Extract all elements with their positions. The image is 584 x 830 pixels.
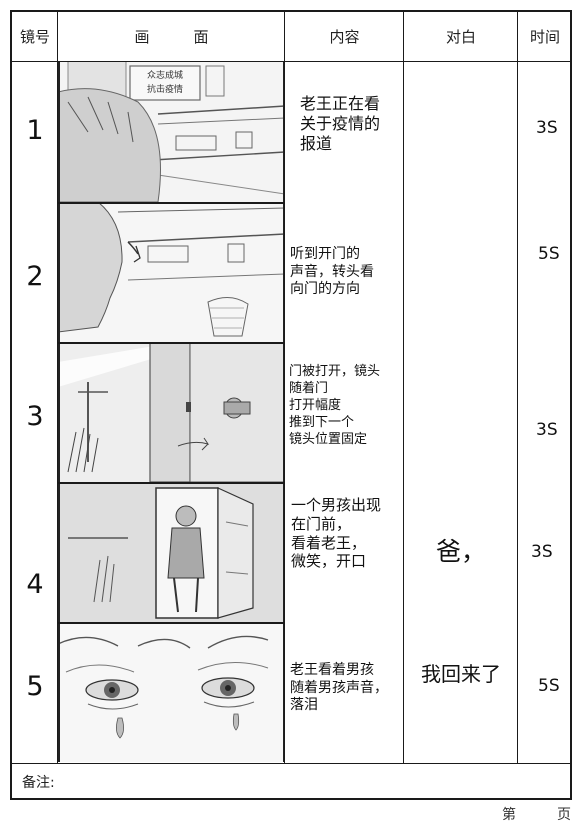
divider-dialog bbox=[517, 10, 518, 764]
sketch-panel-5 bbox=[58, 622, 285, 762]
shot-time-3: 3S bbox=[536, 420, 558, 440]
content-4-line-4: 微笑，开口 bbox=[291, 552, 367, 571]
divider-painting bbox=[284, 10, 285, 764]
dialog-line-1: 爸， bbox=[435, 537, 486, 566]
header-dialog: 对白 bbox=[445, 27, 476, 46]
divider-row-2 bbox=[58, 342, 285, 344]
content-3-line-1: 门被打开，镜头 bbox=[289, 364, 381, 379]
shot-time-1: 3S bbox=[536, 118, 558, 138]
content-1-line-3: 报道 bbox=[300, 134, 333, 153]
notes-label: 备注: bbox=[22, 775, 55, 791]
content-2-line-2: 声音，转头看 bbox=[290, 263, 374, 280]
divider-row-4 bbox=[58, 622, 285, 624]
content-5-line-1: 老王看着男孩 bbox=[290, 662, 374, 678]
content-2-line-3: 向门的方向 bbox=[290, 281, 360, 297]
content-1-line-2: 关于疫情的 bbox=[300, 114, 381, 133]
content-4-line-2: 在门前， bbox=[291, 514, 352, 533]
sketch-panel-4 bbox=[58, 482, 285, 622]
shot-number-5: 5 bbox=[26, 670, 44, 702]
sketch-panel-3 bbox=[58, 342, 285, 482]
shot-number-2: 2 bbox=[26, 260, 44, 292]
divider-row-1 bbox=[58, 202, 285, 204]
header-painting-char-1: 画 bbox=[134, 27, 150, 46]
divider-content bbox=[403, 10, 404, 764]
shot-content-2: 听到开门的 声音，转头看 向门的方向 bbox=[290, 246, 374, 299]
header-painting: 画 面 bbox=[58, 10, 285, 62]
content-3-line-5: 镜头位置固定 bbox=[289, 431, 368, 447]
shot-number-3: 3 bbox=[26, 400, 44, 432]
content-4-line-3: 看着老王， bbox=[291, 533, 367, 552]
content-5-line-2: 随着男孩声音， bbox=[290, 679, 388, 696]
shot-content-5: 老王看着男孩 随着男孩声音， 落泪 bbox=[290, 662, 388, 715]
content-2-line-1: 听到开门的 bbox=[290, 246, 360, 262]
header-shot: 镜号 bbox=[19, 27, 50, 46]
content-5-line-3: 落泪 bbox=[290, 697, 318, 713]
content-3-line-3: 打开幅度 bbox=[289, 397, 342, 413]
header-time: 时间 bbox=[529, 27, 560, 46]
shot-content-4: 一个男孩出现 在门前， 看着老王， 微笑，开口 bbox=[291, 496, 381, 571]
divider-row-3 bbox=[58, 482, 285, 484]
sketch-panel-1: 众志成城 抗击疫情 bbox=[58, 62, 285, 202]
content-4-line-1: 一个男孩出现 bbox=[291, 496, 382, 514]
shot-time-2: 5S bbox=[538, 244, 560, 264]
divider-shot bbox=[57, 10, 58, 764]
shot-time-5: 5S bbox=[538, 676, 560, 696]
page-label-2: 页 bbox=[557, 807, 571, 823]
divider-notes bbox=[10, 763, 572, 764]
poster-text-2: 抗击疫情 bbox=[147, 83, 183, 95]
shot-time-4: 3S bbox=[531, 542, 553, 562]
table-frame bbox=[10, 10, 572, 800]
header-content: 内容 bbox=[329, 27, 360, 46]
page-label-1: 第 bbox=[502, 807, 516, 823]
content-3-line-4: 推到下一个 bbox=[289, 414, 355, 430]
shot-content-1: 老王正在看 关于疫情的 报道 bbox=[300, 94, 380, 154]
content-3-line-2: 随着门 bbox=[289, 380, 329, 396]
poster-text-1: 众志成城 bbox=[147, 69, 183, 81]
dialog-line-2: 我回来了 bbox=[421, 662, 501, 686]
shot-content-3: 门被打开，镜头 随着门 打开幅度 推到下一个 镜头位置固定 bbox=[289, 364, 380, 448]
content-1-line-1: 老王正在看 bbox=[300, 94, 381, 113]
sketch-panel-2 bbox=[58, 202, 285, 342]
shot-number-1: 1 bbox=[26, 114, 44, 146]
divider-header bbox=[10, 61, 572, 62]
header-painting-char-2: 面 bbox=[193, 27, 209, 46]
shot-number-4: 4 bbox=[26, 568, 44, 600]
